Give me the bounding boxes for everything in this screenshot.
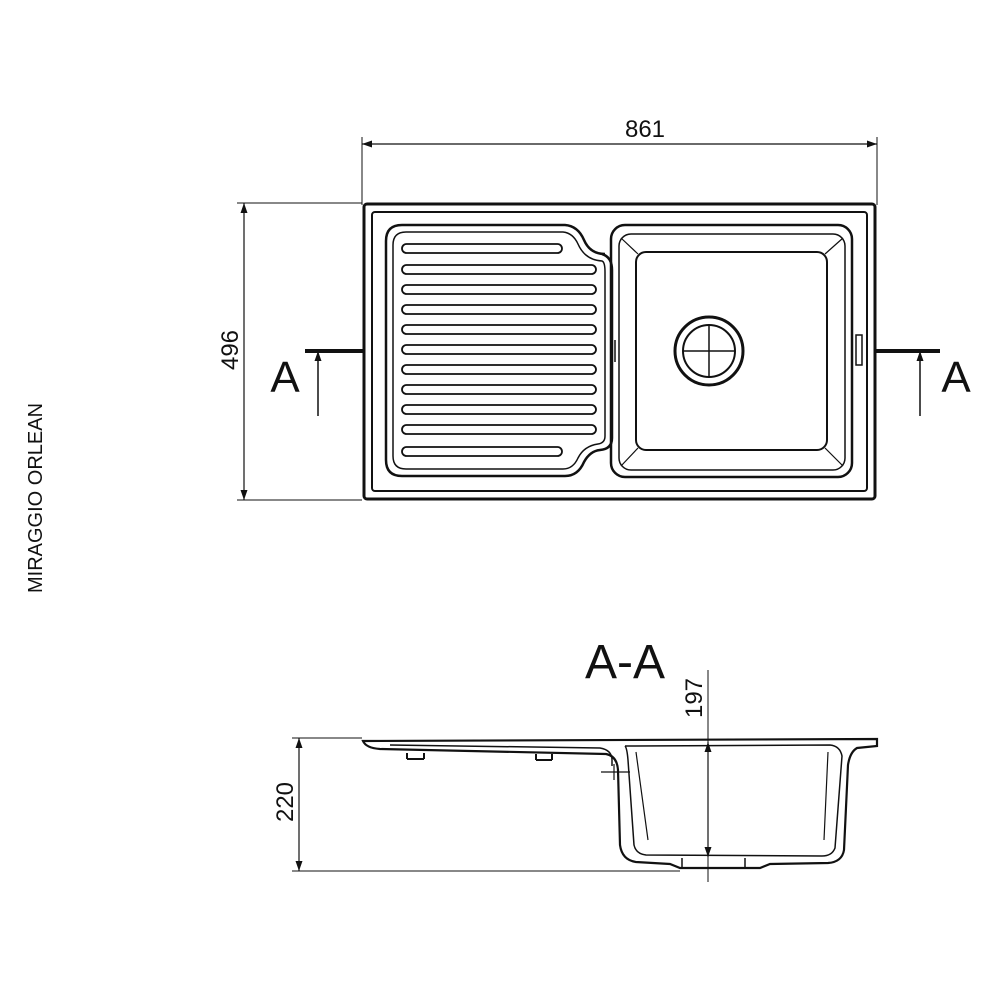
height-dimension: 220 <box>272 737 680 872</box>
section-marker-left: A <box>270 349 364 416</box>
section-marker-right: A <box>875 349 971 416</box>
section-view: A-A 220 <box>272 636 879 882</box>
section-title: A-A <box>585 636 665 689</box>
drain <box>673 315 745 387</box>
bowl-depth-dimension-value: 197 <box>681 678 708 718</box>
section-marker-right-letter: A <box>941 353 971 402</box>
top-view: 861 496 <box>217 116 971 501</box>
sink-bowl <box>609 223 863 479</box>
depth-dimension-value: 496 <box>217 330 244 370</box>
width-dimension: 861 <box>361 116 878 205</box>
drainboard-ribs <box>401 243 597 457</box>
height-dimension-value: 220 <box>272 782 299 822</box>
drainboard <box>384 223 614 478</box>
section-marker-left-letter: A <box>270 353 300 402</box>
width-dimension-value: 861 <box>625 116 665 143</box>
bowl-depth-dimension: 197 <box>681 670 712 882</box>
product-name-label: MIRAGGIO ORLEAN <box>25 403 47 593</box>
section-profile <box>361 737 879 870</box>
depth-dimension: 496 <box>217 202 362 501</box>
